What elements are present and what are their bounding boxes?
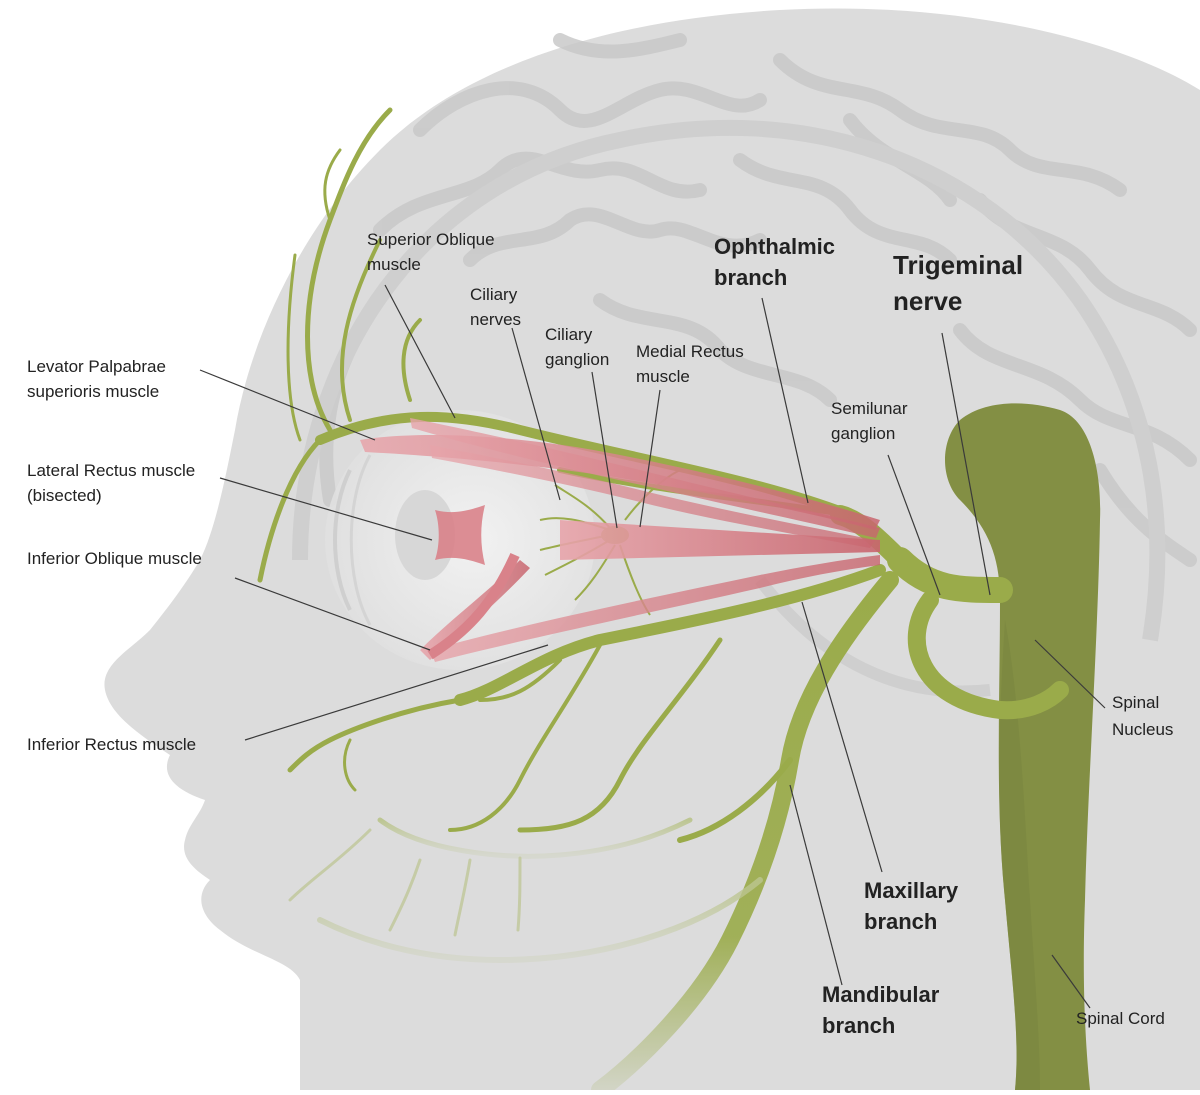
label-lateral-rectus-muscle: Lateral Rectus muscle (bisected) (27, 461, 200, 505)
label-inferior-rectus-muscle: Inferior Rectus muscle (27, 735, 196, 754)
labels: Trigeminal nerve Ophthalmic branch Maxil… (27, 230, 1173, 1038)
label-inferior-oblique-muscle: Inferior Oblique muscle (27, 549, 202, 568)
label-spinal-cord: Spinal Cord (1076, 1009, 1165, 1028)
superior-oblique-muscle (410, 418, 880, 538)
label-spinal-nucleus: Spinal Nucleus (1112, 693, 1173, 739)
extraocular-muscles (360, 418, 880, 662)
leader-lines (199, 284, 1106, 1009)
cerebrum-outline (292, 119, 1166, 642)
label-mandibular-branch: Mandibular branch (822, 982, 945, 1038)
inferior-oblique-arc (427, 552, 520, 660)
label-ciliary-ganglion: Ciliary ganglion (545, 325, 609, 369)
label-superior-oblique-muscle: Superior Oblique muscle (367, 230, 499, 274)
label-levator-palpabrae: Levator Palpabrae superioris muscle (27, 357, 171, 401)
label-ophthalmic-branch: Ophthalmic branch (714, 234, 841, 290)
label-ciliary-nerves: Ciliary nerves (470, 285, 522, 329)
lateral-rectus-muscle (435, 505, 485, 565)
inferior-rectus-muscle (430, 555, 880, 662)
brainstem-spinal-cord (945, 403, 1101, 1090)
label-trigeminal-nerve: Trigeminal nerve (893, 250, 1030, 316)
label-maxillary-branch: Maxillary branch (864, 878, 964, 934)
label-semilunar-ganglion: Semilunar ganglion (831, 399, 912, 443)
medial-rectus-muscle (560, 520, 880, 560)
superior-rectus-muscle (430, 445, 875, 548)
label-medial-rectus-muscle: Medial Rectus muscle (636, 342, 748, 386)
brainstem-shading (999, 620, 1040, 1090)
